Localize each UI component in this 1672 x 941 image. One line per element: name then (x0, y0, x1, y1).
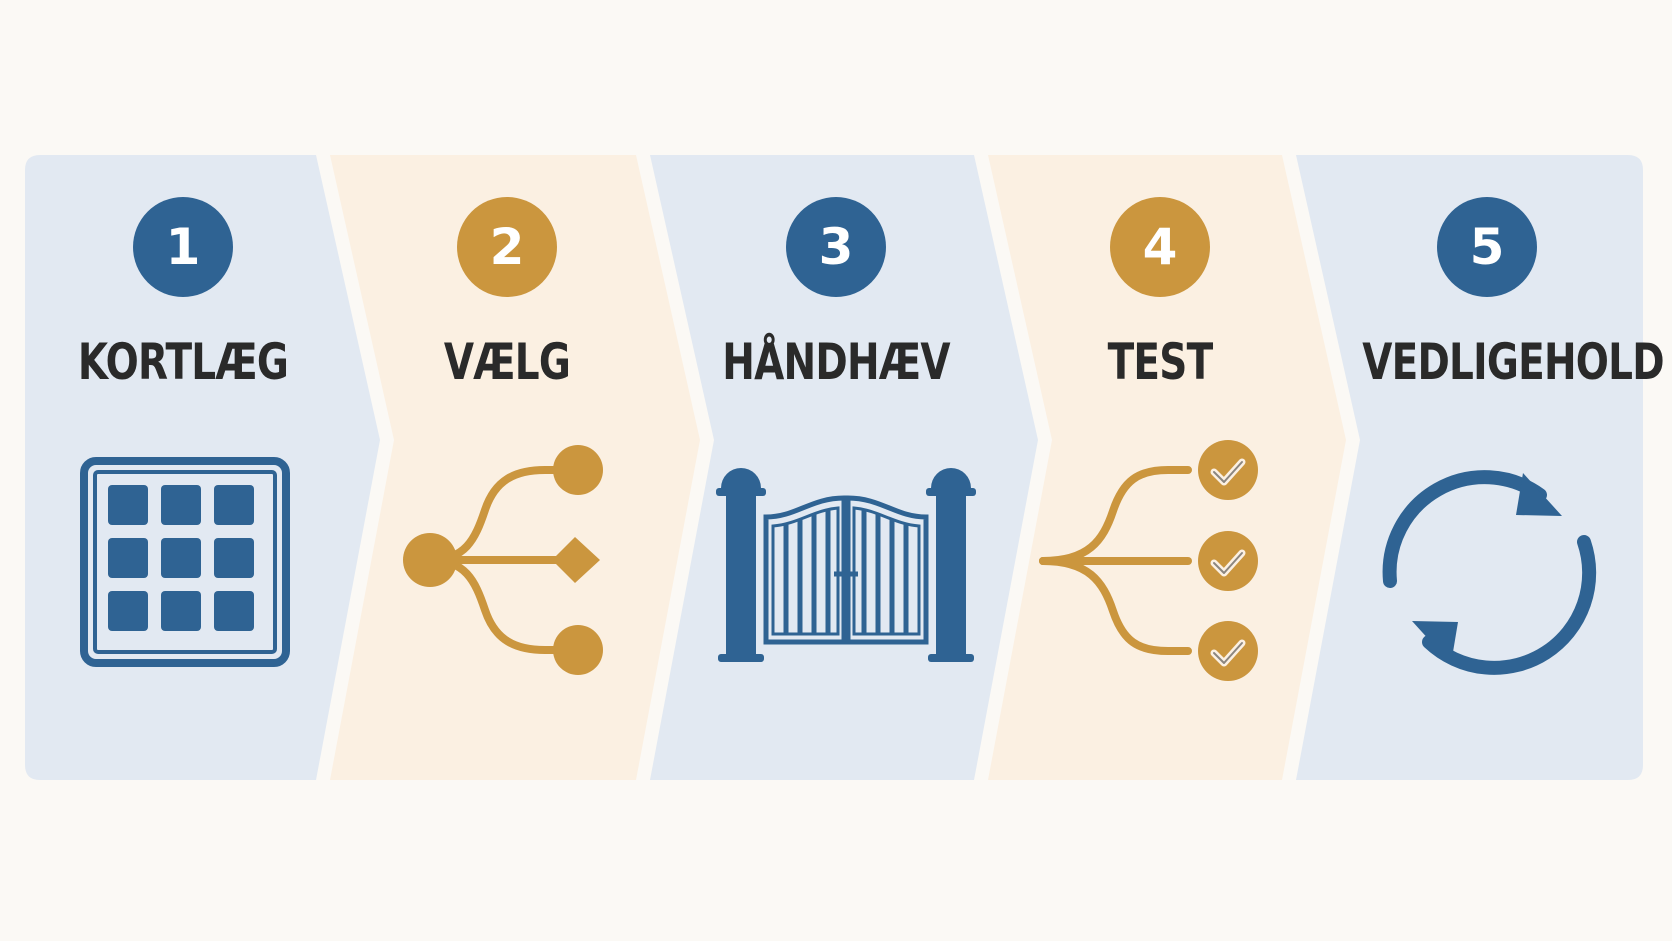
band-5 (1296, 155, 1643, 780)
branch-checkmarks-icon (1039, 440, 1258, 681)
band-2 (330, 155, 700, 780)
step-number-badge: 4 (1110, 197, 1210, 297)
step-label: VEDLIGEHOLD (1362, 333, 1664, 391)
step-label: VÆLG (443, 333, 571, 391)
step-label: HÅNDHÆV (722, 333, 950, 391)
step-5: 5 VEDLIGEHOLD (1327, 0, 1665, 941)
step-label: TEST (1107, 333, 1214, 391)
step-number-badge: 3 (786, 197, 886, 297)
step-number-badge: 1 (133, 197, 233, 297)
grid-calendar-icon (80, 457, 290, 667)
step-4: 4 TEST (1000, 0, 1320, 941)
branching-options-icon (403, 445, 603, 675)
refresh-cycle-icon (1382, 470, 1597, 675)
step-number-badge: 2 (457, 197, 557, 297)
step-2: 2 VÆLG (347, 0, 667, 941)
step-number-badge: 5 (1437, 197, 1537, 297)
step-label: KORTLÆG (77, 333, 289, 391)
step-1: 1 KORTLÆG (23, 0, 343, 941)
gate-icon (716, 468, 976, 662)
step-3: 3 HÅNDHÆV (676, 0, 996, 941)
